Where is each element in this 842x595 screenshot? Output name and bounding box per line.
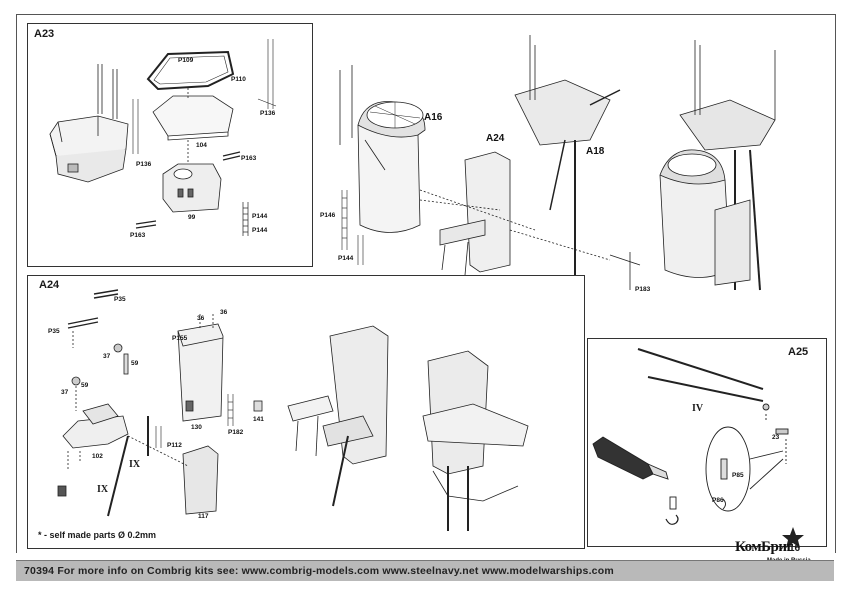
label-p85: P85 [732, 472, 744, 479]
label-p163-lower: P163 [130, 232, 146, 239]
label-59-lower: 59 [81, 382, 89, 389]
label-p110: P110 [231, 76, 246, 83]
label-a16: A16 [424, 112, 443, 123]
label-23: 23 [772, 434, 780, 441]
a23-drawing [49, 39, 277, 236]
panel-a25: A25 IV 23 P85 P86 [587, 338, 827, 547]
label-141: 141 [253, 416, 264, 423]
label-130: 130 [191, 424, 202, 431]
label-p163-upper: P163 [241, 155, 257, 162]
a24-drawing [57, 289, 529, 531]
label-p146: P146 [320, 212, 336, 219]
label-p136-right: P136 [260, 110, 276, 117]
a25-drawing [592, 348, 789, 525]
label-37-upper: 37 [103, 353, 111, 360]
overview-drawing [339, 35, 776, 300]
combrig-logo: КомБриг Made in Russia [733, 525, 825, 565]
label-p136-left: P136 [136, 161, 152, 168]
footer-bar: 70394 For more info on Combrig kits see:… [16, 560, 834, 581]
label-117: 117 [198, 513, 209, 520]
footnote-self-made: * - self made parts Ø 0.2mm [38, 530, 157, 540]
label-a18: A18 [586, 146, 605, 157]
label-ix-left: IX [97, 484, 109, 495]
label-p155: P155 [172, 335, 188, 342]
label-59-upper: 59 [131, 360, 139, 367]
label-p183: P183 [635, 286, 651, 293]
label-36-right: 36 [220, 309, 228, 316]
label-iv: IV [692, 403, 704, 414]
label-p35-lower: P35 [48, 328, 60, 335]
label-104: 104 [196, 142, 207, 149]
page-frame [16, 14, 836, 553]
label-p35-upper: P35 [114, 296, 126, 303]
label-p86: P86 [712, 497, 724, 504]
page-number: 16 [789, 543, 801, 554]
label-102: 102 [92, 453, 103, 460]
label-p144-overview: P144 [338, 255, 354, 262]
label-p109: P109 [178, 57, 194, 64]
footer-text: 70394 For more info on Combrig kits see:… [24, 565, 614, 577]
label-p144-lower: P144 [252, 227, 268, 234]
label-99: 99 [188, 214, 196, 221]
overview-area: A16 A24 A18 P146 P144 P183 [320, 20, 830, 300]
label-ix-right: IX [129, 459, 141, 470]
label-p112: P112 [167, 442, 182, 449]
label-36-left: 36 [197, 315, 205, 322]
logo-brand: КомБриг [735, 539, 793, 555]
label-p182: P182 [228, 429, 244, 436]
panel-a25-title: A25 [788, 346, 809, 358]
panel-a24: A24 [27, 275, 585, 549]
label-37-lower: 37 [61, 389, 69, 396]
label-p144-upper: P144 [252, 213, 268, 220]
panel-a23-title: A23 [34, 28, 55, 40]
panel-a23: A23 [27, 23, 313, 267]
panel-a24-title: A24 [39, 279, 60, 291]
logo-star-icon [782, 527, 804, 548]
label-a24-overview: A24 [486, 133, 505, 144]
